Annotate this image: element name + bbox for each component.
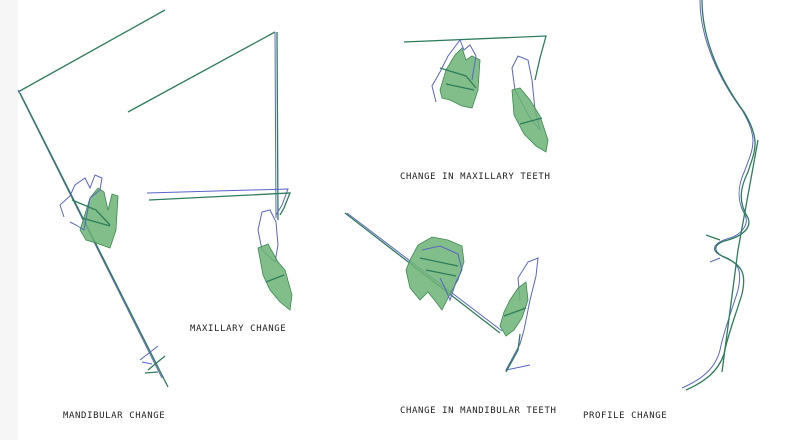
- mandibular-teeth-tracing: [344, 212, 539, 373]
- left-margin: [0, 0, 18, 440]
- profile-change-tracing: [681, 0, 759, 391]
- mandibular-change-label: MANDIBULAR CHANGE: [63, 411, 166, 421]
- change-in-maxillary-teeth-label: CHANGE IN MAXILLARY TEETH: [400, 172, 551, 182]
- maxillary-teeth-tracing: [403, 35, 549, 153]
- profile-change-label: PROFILE CHANGE: [583, 411, 668, 421]
- change-in-mandibular-teeth-label: CHANGE IN MANDIBULAR TEETH: [400, 406, 557, 416]
- maxillary-change-label: MAXILLARY CHANGE: [190, 324, 287, 334]
- maxillary-change-tracing: [127, 31, 293, 311]
- mandibular-change-tracing: [17, 9, 169, 388]
